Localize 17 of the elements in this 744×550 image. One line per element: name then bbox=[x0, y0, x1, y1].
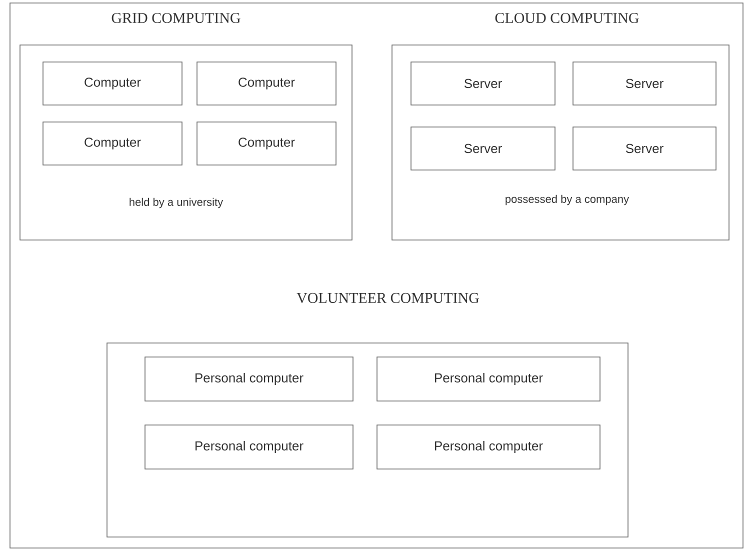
device-box: Personal computer bbox=[376, 424, 600, 470]
device-box: Computer bbox=[196, 122, 336, 166]
group-heading: GRID COMPUTING bbox=[112, 12, 240, 24]
device-box: Server bbox=[572, 126, 716, 170]
device-box: Server bbox=[410, 62, 556, 106]
device-box: Server bbox=[410, 126, 556, 170]
device-box: Server bbox=[572, 62, 716, 106]
group-caption: possessed by a company bbox=[506, 194, 630, 206]
device-box: Computer bbox=[42, 122, 182, 166]
group-caption: held by a university bbox=[130, 198, 224, 208]
group-heading: CLOUD COMPUTING bbox=[495, 12, 639, 24]
device-box: Personal computer bbox=[144, 356, 354, 402]
device-box: Personal computer bbox=[376, 356, 600, 402]
device-box: Computer bbox=[42, 62, 182, 106]
device-box: Personal computer bbox=[144, 424, 354, 470]
device-box: Computer bbox=[196, 62, 336, 106]
group-heading: VOLUNTEER COMPUTING bbox=[296, 292, 479, 304]
